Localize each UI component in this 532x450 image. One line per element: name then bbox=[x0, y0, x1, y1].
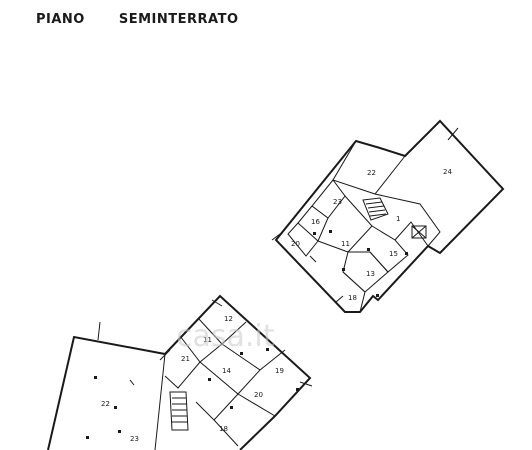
room-label: 19 bbox=[275, 367, 284, 375]
north-block-wall bbox=[332, 140, 406, 195]
room-label: 11 bbox=[203, 336, 212, 344]
room-label: 15 bbox=[389, 250, 398, 258]
north-column bbox=[313, 232, 316, 235]
north-tick bbox=[271, 127, 459, 303]
south-stair bbox=[169, 391, 189, 431]
south-column bbox=[230, 406, 233, 409]
north-block-wall bbox=[342, 271, 366, 313]
room-label: 13 bbox=[366, 270, 375, 278]
south-tick bbox=[97, 299, 313, 387]
south-block-wall bbox=[154, 353, 166, 450]
south-column bbox=[240, 352, 243, 355]
south-column bbox=[296, 388, 299, 391]
room-label: 22 bbox=[101, 400, 110, 408]
south-block-wall bbox=[195, 401, 215, 421]
watermark: casa.it bbox=[176, 319, 275, 354]
south-column bbox=[118, 430, 121, 433]
room-label: 20 bbox=[254, 391, 263, 399]
room-label: 1 bbox=[396, 215, 400, 223]
room-label: 23 bbox=[130, 435, 139, 443]
room-label: 23 bbox=[333, 198, 342, 206]
room-label: 16 bbox=[311, 218, 320, 226]
south-block-wall bbox=[199, 343, 261, 395]
south-block: 12 11 21 14 19 20 18 22 23 bbox=[47, 294, 313, 450]
north-block: 22 24 23 16 1 20 11 15 13 18 bbox=[271, 119, 505, 313]
room-label: 11 bbox=[341, 240, 350, 248]
south-block-wall bbox=[259, 349, 286, 371]
north-column bbox=[342, 268, 345, 271]
plan-title: PIANO SEMINTERRATO bbox=[36, 12, 239, 27]
north-column bbox=[367, 248, 370, 251]
south-column bbox=[266, 348, 269, 351]
room-label: 20 bbox=[291, 240, 300, 248]
north-block-wall bbox=[297, 205, 329, 242]
plan-name-label: SEMINTERRATO bbox=[118, 12, 239, 27]
south-block-wall bbox=[164, 361, 201, 389]
south-column bbox=[114, 406, 117, 409]
north-block-wall bbox=[369, 225, 409, 273]
north-block-wall bbox=[317, 195, 373, 253]
room-label: 14 bbox=[222, 367, 231, 375]
room-label: 22 bbox=[367, 169, 376, 177]
room-label: 21 bbox=[181, 355, 190, 363]
north-column bbox=[376, 294, 379, 297]
north-block-wall bbox=[374, 193, 441, 247]
plan-level-label: PIANO bbox=[36, 12, 85, 27]
north-block-wall bbox=[287, 222, 319, 257]
north-stair bbox=[362, 197, 389, 221]
north-column bbox=[405, 252, 408, 255]
room-label: 18 bbox=[348, 294, 357, 302]
room-label: 18 bbox=[219, 425, 228, 433]
south-column bbox=[86, 436, 89, 439]
south-column bbox=[208, 378, 211, 381]
south-block-wall bbox=[213, 393, 239, 447]
room-label: 24 bbox=[443, 168, 452, 176]
north-shaft bbox=[411, 225, 427, 239]
north-block-outline bbox=[274, 119, 505, 313]
north-column bbox=[329, 230, 332, 233]
south-column bbox=[94, 376, 97, 379]
room-label: 12 bbox=[224, 315, 233, 323]
south-block-wall bbox=[237, 393, 276, 417]
